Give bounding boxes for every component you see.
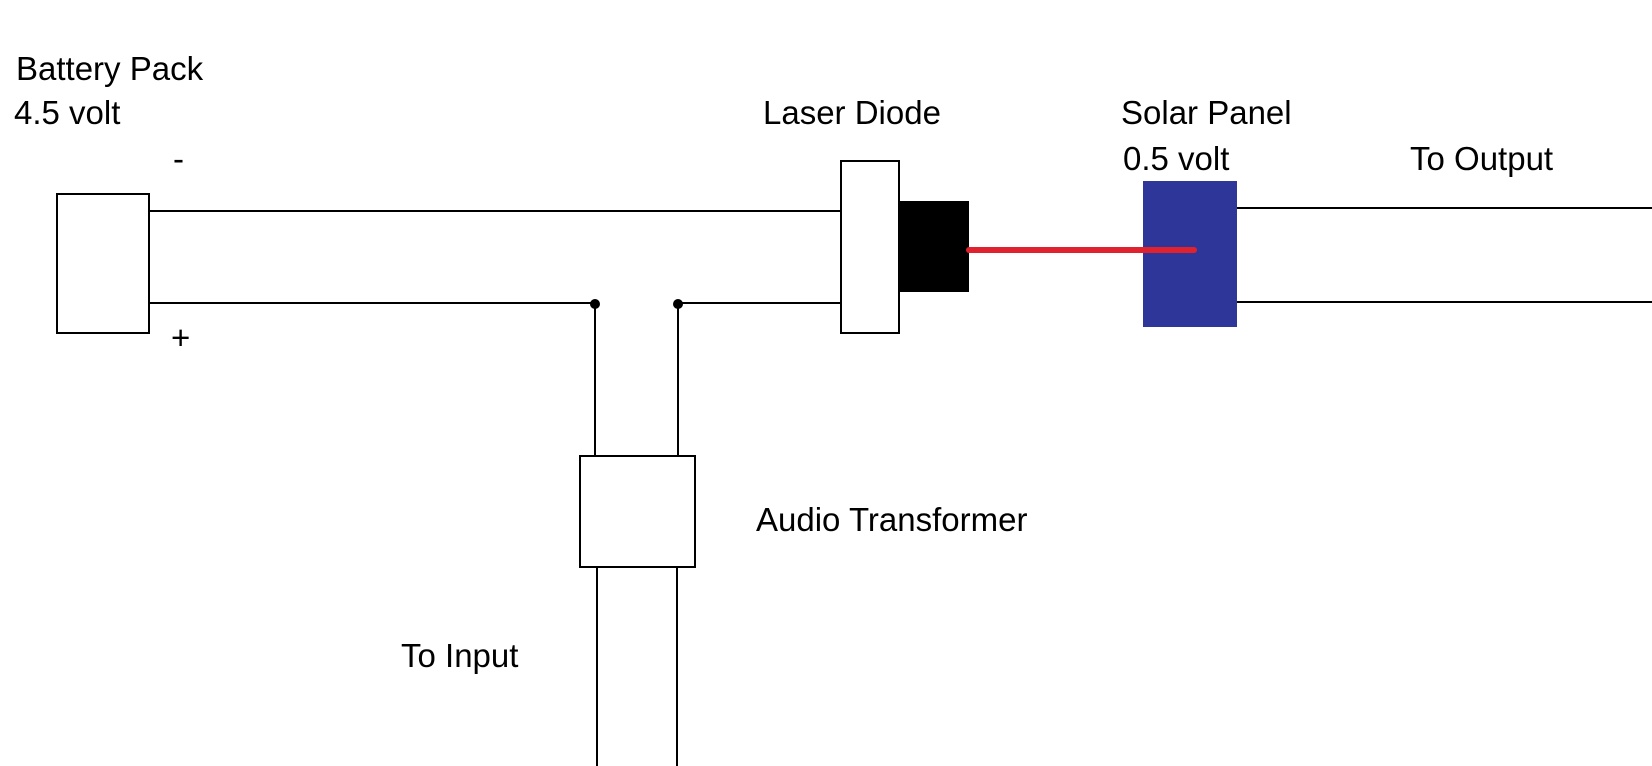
laser-diode-housing xyxy=(840,160,900,334)
junction-dot-left xyxy=(590,299,600,309)
laser-diode-label: Laser Diode xyxy=(763,94,941,131)
laser-diode-body xyxy=(899,201,969,292)
output-label: To Output xyxy=(1410,140,1553,177)
input-label: To Input xyxy=(401,637,518,674)
solar-panel-label: Solar Panel xyxy=(1121,94,1292,131)
battery-positive-sign: + xyxy=(171,319,190,356)
audio-transformer-box xyxy=(579,455,696,568)
battery-pack-box xyxy=(56,193,150,334)
battery-voltage-label: 4.5 volt xyxy=(14,94,120,131)
junction-dot-right xyxy=(673,299,683,309)
battery-negative-sign: - xyxy=(173,140,184,177)
audio-transformer-label: Audio Transformer xyxy=(756,501,1027,538)
battery-pack-label: Battery Pack xyxy=(16,50,204,87)
solar-panel-box xyxy=(1143,181,1237,327)
solar-voltage-label: 0.5 volt xyxy=(1123,140,1229,177)
